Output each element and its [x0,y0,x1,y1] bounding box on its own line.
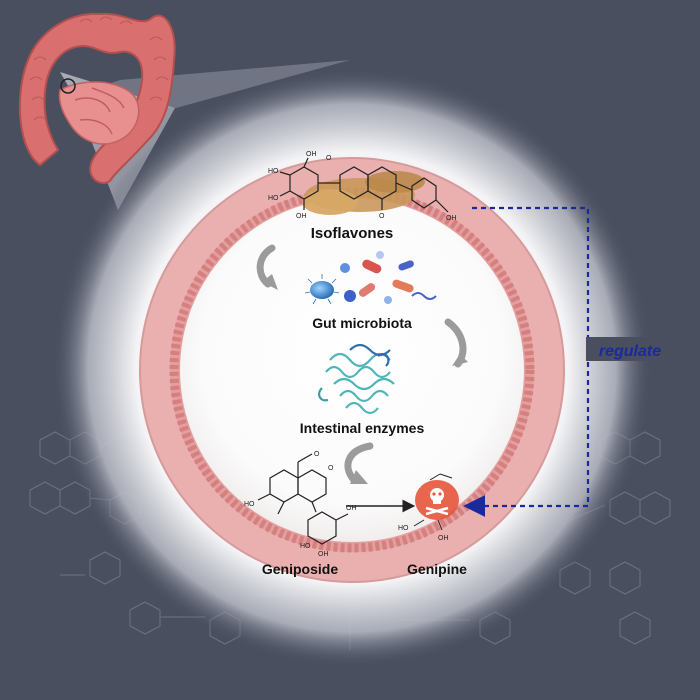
label-gut-microbiota: Gut microbiota [312,315,412,331]
svg-text:O: O [314,451,320,458]
svg-text:OH: OH [306,151,317,158]
svg-text:O: O [379,213,385,220]
svg-text:HO: HO [300,543,311,550]
label-isoflavones: Isoflavones [311,225,394,242]
toxic-skull-icon: HO OH [398,473,459,542]
enzyme-protein-icon [318,343,395,415]
intestinal-lumen [180,198,524,542]
villi-layer [169,187,535,553]
label-regulate: regulate [599,343,661,360]
regulate-label-bg [586,337,670,361]
svg-text:OH: OH [438,535,449,542]
svg-text:O: O [326,155,332,162]
svg-text:OH: OH [296,213,307,220]
svg-text:HO: HO [268,168,279,175]
svg-text:O: O [328,465,334,472]
geniposide-structure [257,453,349,545]
geniposide-atoms: O HO OH OH HO O [244,451,357,558]
svg-text:OH: OH [446,215,457,222]
isoflavones-structure: OH HO HO OH O OH O [268,151,457,222]
svg-text:HO: HO [268,195,279,202]
svg-text:HO: HO [398,525,409,532]
label-genipine: Genipine [407,561,467,577]
zoom-marker [60,78,76,94]
svg-text:OH: OH [346,505,357,512]
svg-text:HO: HO [244,501,255,508]
svg-text:OH: OH [318,551,329,558]
bacteria-icon [304,251,437,305]
label-intestinal-enzymes: Intestinal enzymes [300,420,425,436]
label-geniposide: Geniposide [262,561,338,577]
colon-icon [18,12,176,184]
